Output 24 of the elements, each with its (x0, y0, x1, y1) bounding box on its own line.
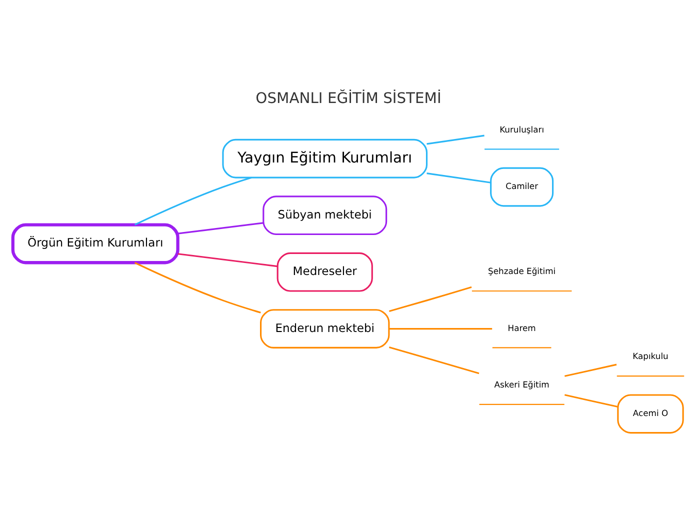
connector (134, 262, 261, 314)
connector (426, 134, 484, 145)
node-box: Enderun mektebi (260, 309, 390, 348)
connector (388, 286, 472, 312)
node-box: Medreseler (276, 252, 373, 292)
node-text: Askeri Eğitim (494, 380, 550, 390)
node-box: Sübyan mektebi (262, 196, 388, 236)
diagram-title: OSMANLI EĞİTİM SİSTEMİ (256, 90, 442, 108)
connector (389, 328, 492, 330)
node-box: Yaygın Eğitim Kurumları (222, 138, 428, 178)
connector (426, 172, 491, 184)
node-box: Camiler (490, 167, 554, 207)
node-text: Harem (508, 322, 536, 333)
node-text: Şehzade Eğitimi (488, 266, 556, 276)
connector (564, 394, 618, 408)
node-text: Kuruluşları (500, 124, 544, 134)
connector (388, 346, 480, 374)
connector (134, 176, 252, 226)
connector (178, 253, 278, 268)
connector (564, 364, 617, 377)
connector (178, 222, 264, 234)
node-box: Acemi O (617, 394, 684, 434)
node-box: Örgün Eğitim Kurumları (11, 223, 180, 264)
node-text: Kapıkulu (632, 351, 668, 362)
